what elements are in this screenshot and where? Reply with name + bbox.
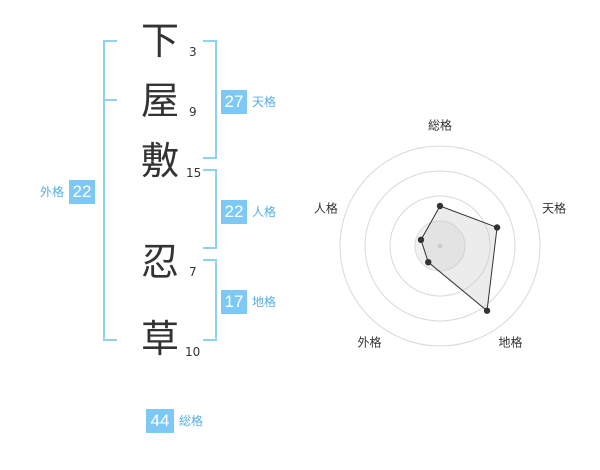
- tenkaku-value: 27: [221, 90, 247, 114]
- radar-axis-label: 人格: [314, 200, 338, 215]
- radar-point-3: [483, 307, 491, 314]
- radar-grid-ring: [389, 195, 491, 297]
- radar-point-2: [493, 224, 501, 231]
- radar-axis-label: 天格: [542, 200, 566, 215]
- radar-grid-ring: [414, 220, 466, 272]
- chikaku-result: 17 地格: [221, 290, 276, 314]
- name-char-3: 敷: [140, 139, 179, 183]
- radar-point-4: [425, 258, 432, 266]
- radar-point-1: [436, 202, 444, 210]
- radar-axis-label: 外格: [357, 335, 381, 350]
- tenkaku-result: 27 天格: [221, 90, 276, 114]
- tenkaku-bracket: [203, 40, 217, 159]
- chikaku-bracket: [203, 259, 217, 341]
- radar-point-5: [417, 236, 425, 244]
- gaikaku-result: 外格 22: [40, 180, 96, 204]
- stroke-count-3: 15: [186, 166, 202, 180]
- radar-grid-ring: [364, 170, 516, 322]
- radar-axis-label: 総格: [428, 118, 452, 133]
- soukaku-label: 総格: [179, 414, 204, 428]
- gaikaku-bracket: [103, 40, 117, 341]
- stroke-count-4: 7: [189, 265, 197, 279]
- gaikaku-value: 22: [69, 180, 96, 204]
- soukaku-value: 44: [146, 409, 174, 433]
- name-char-1: 下: [140, 19, 179, 63]
- stroke-count-2: 9: [189, 105, 197, 119]
- name-char-4: 忍: [140, 240, 179, 284]
- radar-axis-label: 地格: [499, 335, 523, 350]
- radar-series-polygon: [420, 205, 498, 312]
- name-char-5: 草: [140, 317, 179, 361]
- stroke-count-1: 3: [189, 45, 197, 59]
- gaikaku-label: 外格: [40, 185, 65, 199]
- bracket-lines: [103, 40, 217, 341]
- chikaku-value: 17: [221, 290, 247, 314]
- chikaku-label: 地格: [252, 295, 277, 309]
- name-char-2: 屋: [140, 79, 179, 123]
- stroke-count-5: 10: [185, 345, 201, 359]
- tenkaku-label: 天格: [252, 95, 277, 109]
- radar-grid-ring: [339, 145, 541, 347]
- jinkaku-result: 22 人格: [221, 200, 276, 224]
- soukaku-result: 44 総格: [146, 409, 203, 433]
- jinkaku-value: 22: [221, 200, 247, 224]
- jinkaku-label: 人格: [252, 205, 277, 219]
- radar-center-point: [437, 243, 443, 249]
- jinkaku-bracket: [203, 169, 217, 249]
